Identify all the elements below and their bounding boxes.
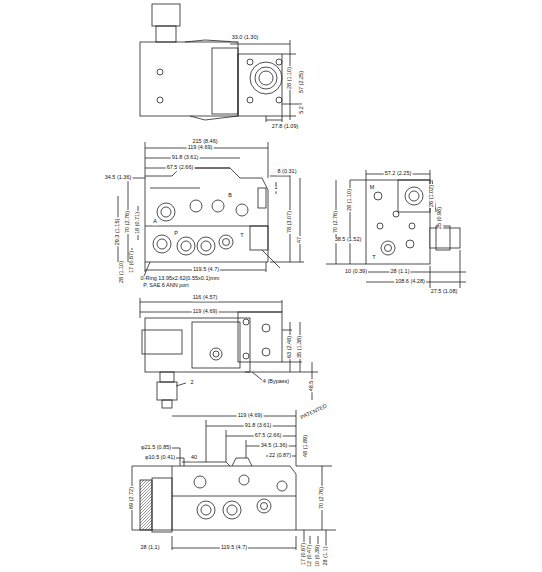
dimension-label: 28 (1.10) [287, 66, 293, 90]
dimension-label: 8 (0.31) [277, 169, 298, 175]
dimension-label: 26 (1.02) [429, 184, 435, 208]
dimension-label: 28 (1.1) [390, 269, 411, 275]
dimension-label: 67.5 (2.66) [254, 433, 283, 439]
dimension-label: 215 (8.46) [191, 139, 218, 145]
dimension-label: 38.5 (1.52) [334, 237, 363, 243]
dimension-label: 70 (2.76) [333, 210, 339, 234]
dimension-label: 2 [189, 380, 194, 386]
dimension-label: 10 (0.39) [315, 544, 321, 568]
dimension-label: 57 (2.25) [299, 70, 305, 94]
dimension-label: 25 (0.98) [437, 206, 443, 230]
dimension-label: 48 (1.89) [303, 434, 309, 458]
dimension-label: 28 (1.1) [140, 545, 161, 551]
dimension-label: 119.5 (4.7) [220, 545, 248, 551]
dimension-label: 119.5 (4.7) [192, 267, 220, 273]
dimension-label: 57.2 (2.25) [384, 171, 413, 177]
lower-front-view [132, 410, 336, 566]
dimension-label: 29.3 (1.15) [115, 218, 121, 247]
dimension-label: 40 [190, 455, 198, 461]
dimension-label: P, SAE 6 ANN port [142, 283, 189, 289]
dimension-label: 0-Ring 13.95x2.62(0.55x0.1)mm [140, 276, 221, 282]
dimension-label: 63 (2.48) [287, 335, 293, 359]
dimension-label: 91.8 (3.61) [171, 155, 200, 161]
dimension-label: 67.5 (2.66) [166, 165, 195, 171]
dimension-label: A [152, 219, 158, 225]
dimension-label: 28 (1.10) [119, 260, 125, 284]
dimension-label: 116 (4.57) [192, 295, 219, 301]
dimension-label: 119 (4.69) [187, 145, 214, 151]
dimension-label: 5.2 [299, 105, 305, 115]
dimension-label: P [173, 231, 179, 237]
dimension-label: PATENTED [299, 403, 329, 421]
dimension-label: 28 (1.1) [323, 546, 329, 567]
dimension-label: 34.5 (1.36) [260, 443, 289, 449]
dimension-label: 69 (2.72) [129, 486, 135, 510]
dimension-label: φ21.5 (0.85) [140, 445, 172, 451]
dimension-label: 78 (3.07) [287, 210, 293, 234]
dimension-label: φ10.5 (0.41) [144, 455, 176, 461]
dimension-label: 17 (0.67) [301, 542, 307, 566]
dimension-label: 70 (2.76) [319, 486, 325, 510]
dimension-label: 27.5 (1.08) [430, 289, 459, 295]
dimension-label: 12 (0.47) [307, 544, 313, 568]
dimension-label: T [239, 233, 244, 239]
front-view [118, 142, 304, 280]
dimension-label: 48.5 [309, 380, 315, 393]
dimension-label: M [369, 185, 376, 191]
top-view [140, 4, 302, 122]
dimension-label: 119 (4.69) [237, 413, 264, 419]
dimension-label: 1 [273, 185, 278, 191]
dimension-label: 17 (0.67) [129, 250, 135, 274]
dimension-label: 27.8 (1.09) [271, 124, 300, 130]
dimension-label: B [227, 193, 233, 199]
dimension-label: 33.0 (1.30) [231, 35, 260, 41]
dimension-label: 119 (4.69) [192, 309, 219, 315]
dimension-label: 4 (Bypass) [262, 379, 290, 385]
dimension-label: 35 (1.38) [297, 335, 303, 359]
dimension-label: 34.5 (1.36) [104, 175, 133, 181]
dimension-label: 10 (0.39) [344, 269, 368, 275]
dimension-label: 28 (1.10) [347, 188, 353, 212]
underside-view [140, 298, 318, 408]
dimension-label: T [371, 255, 376, 261]
dimension-label: 18 (0.71) [135, 211, 141, 235]
dimension-label: 70 (2.76) [125, 210, 131, 234]
dimension-label: 108.6 (4.28) [394, 279, 426, 285]
side-view [326, 170, 466, 288]
dimension-label: 91.8 (3.61) [244, 423, 273, 429]
dimension-label: 47 [297, 236, 303, 244]
dimension-label: 22 (0.87) [268, 453, 292, 459]
